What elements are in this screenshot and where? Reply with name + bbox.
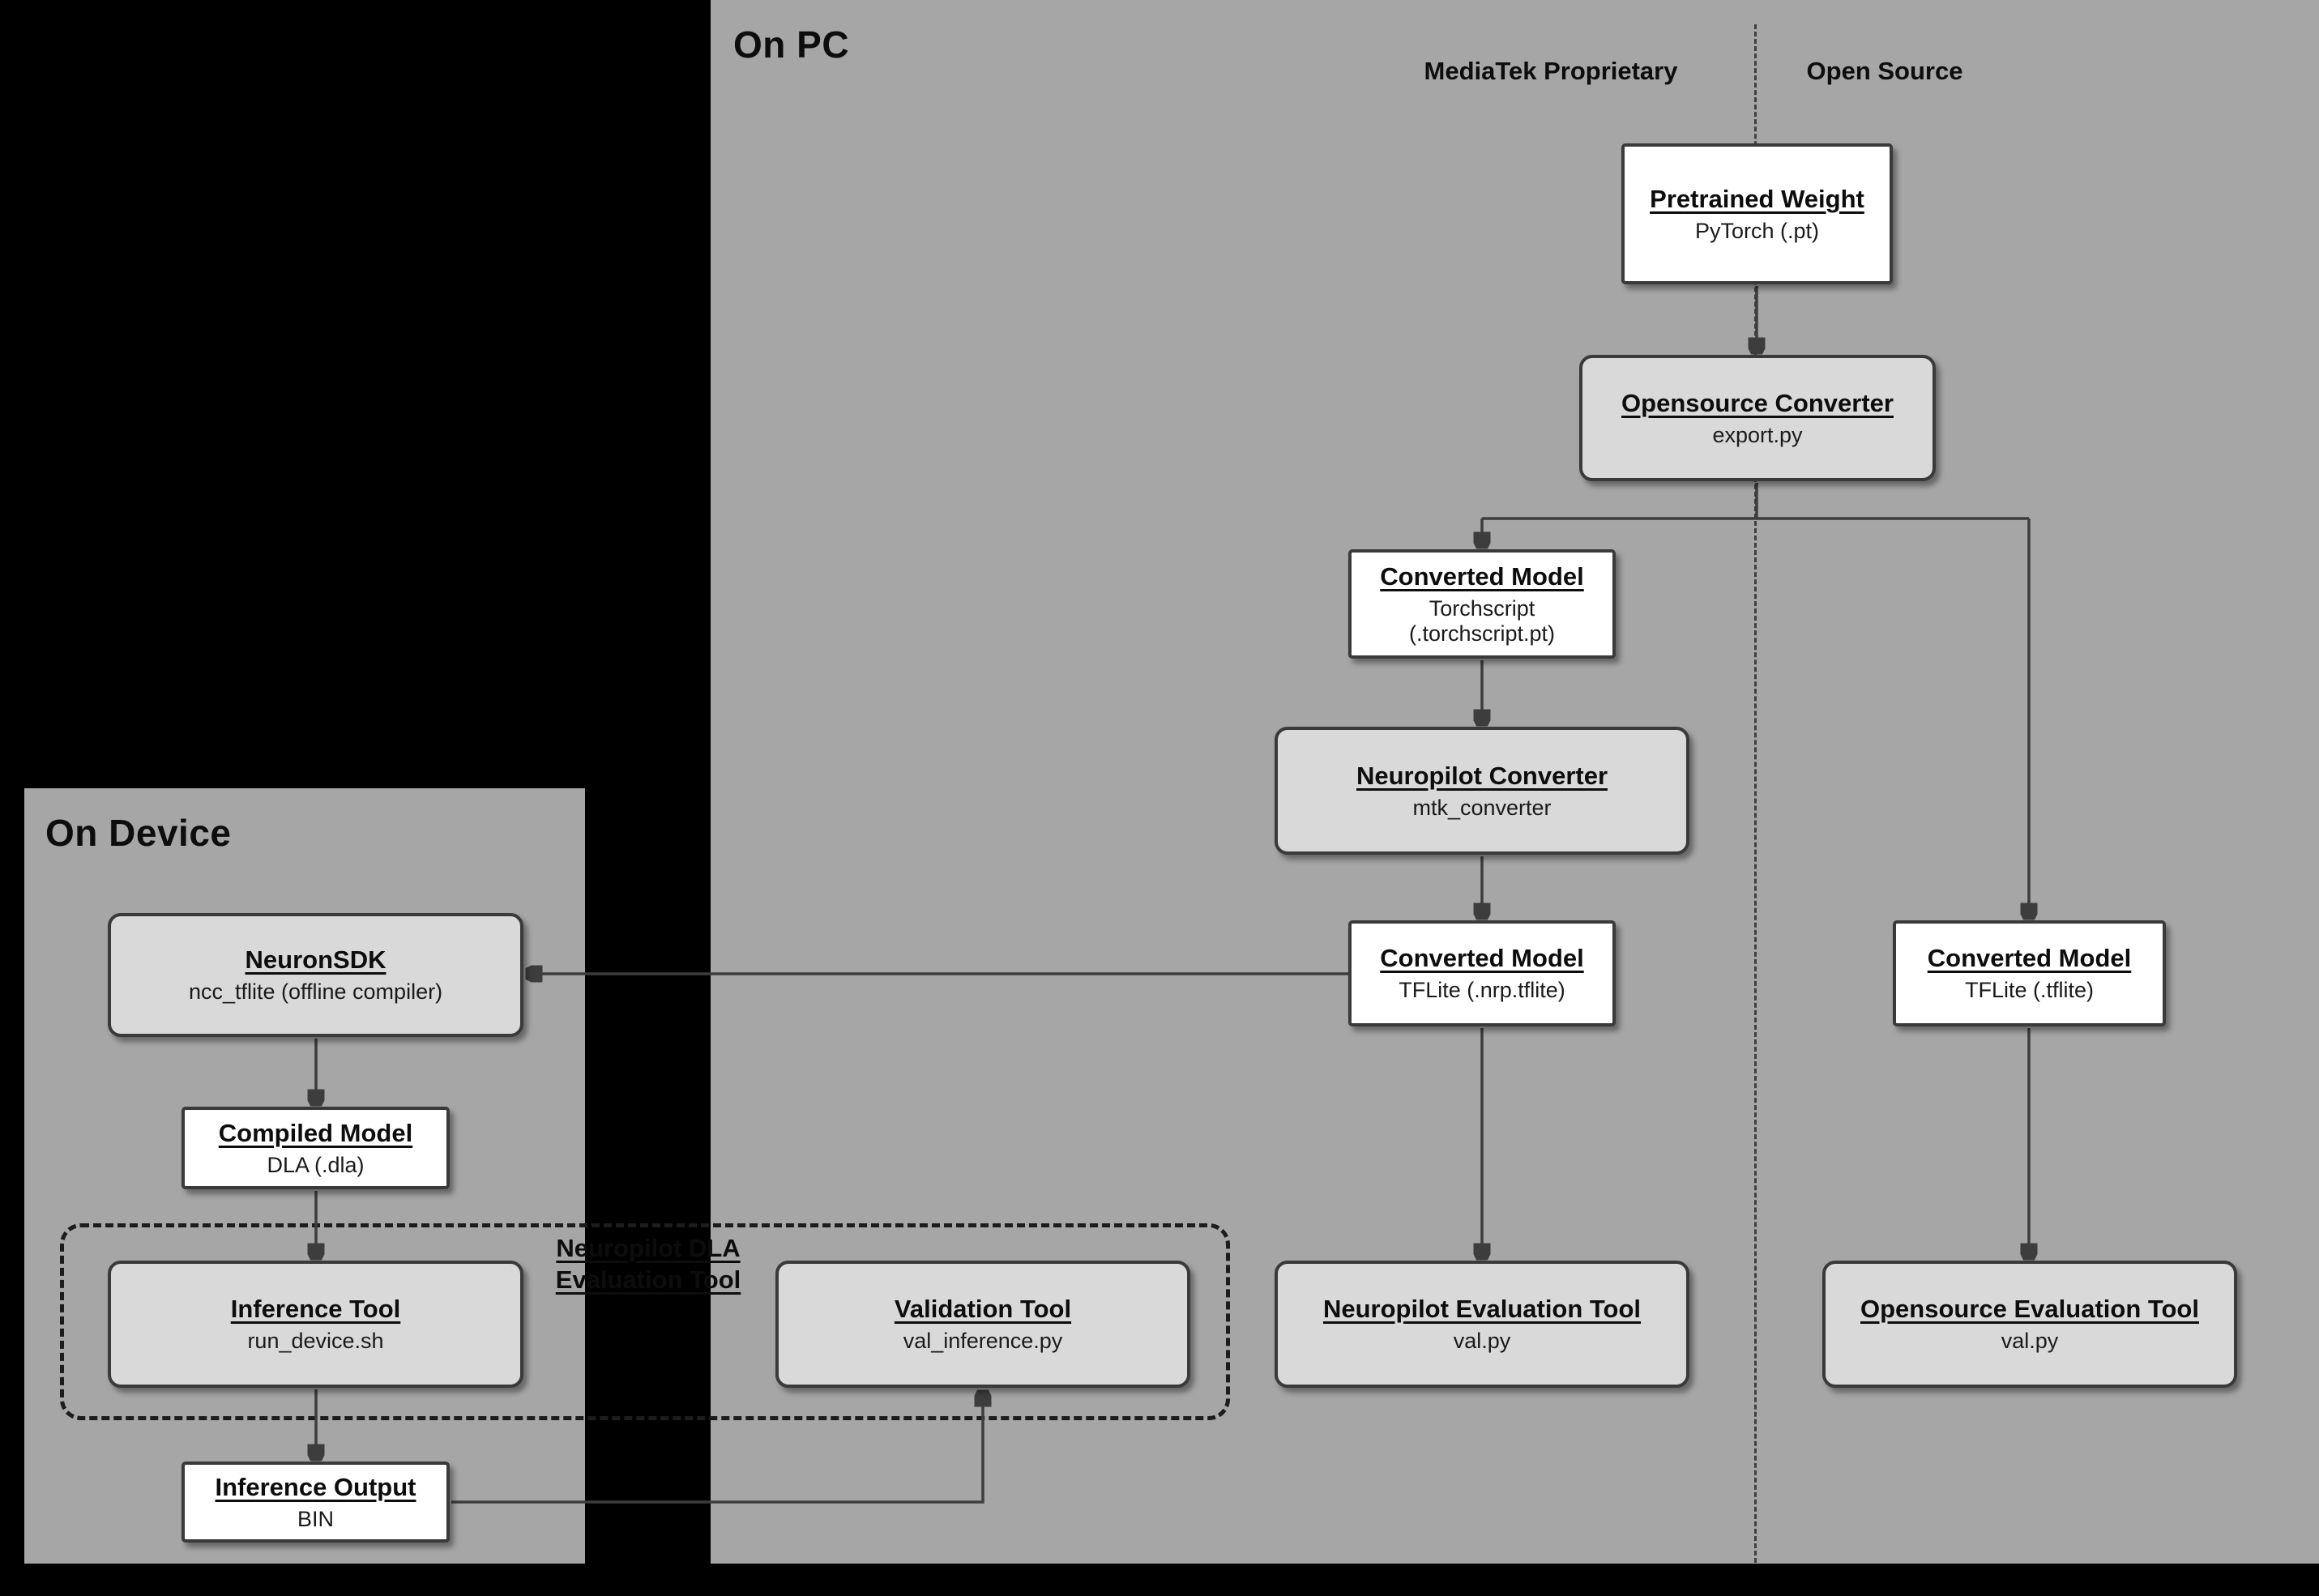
node-pretrained-weight: Pretrained Weight PyTorch (.pt) (1621, 143, 1893, 284)
node-title: Inference Output (215, 1472, 416, 1501)
node-neuropilot-converter: Neuropilot Converter mtk_converter (1275, 727, 1689, 855)
node-subtitle: BIN (297, 1506, 334, 1531)
node-inference-tool: Inference Tool run_device.sh (108, 1261, 523, 1388)
node-title: Neuropilot Evaluation Tool (1322, 1295, 1642, 1323)
lane-header-mediatek-proprietary: MediaTek Proprietary (1424, 57, 1678, 85)
node-subtitle: DLA (.dla) (267, 1152, 365, 1177)
node-subtitle: Torchscript (.torchscript.pt) (1408, 595, 1556, 646)
node-opensource-converter: Opensource Converter export.py (1579, 355, 1936, 481)
node-subtitle: export.py (1712, 422, 1803, 447)
panel-title-on-device: On Device (45, 812, 232, 854)
node-title: Converted Model (1380, 944, 1584, 972)
lane-divider-dashed-line (1754, 24, 1757, 1563)
node-title: NeuronSDK (245, 945, 386, 974)
node-inference-output: Inference Output BIN (182, 1462, 450, 1543)
node-subtitle: PyTorch (.pt) (1694, 218, 1820, 243)
node-neuron-sdk: NeuronSDK ncc_tflite (offline compiler) (108, 913, 523, 1037)
node-title: Neuropilot Converter (1356, 761, 1608, 790)
node-converted-model-torchscript: Converted Model Torchscript (.torchscrip… (1348, 549, 1616, 659)
node-subtitle: val.py (1453, 1329, 1511, 1353)
node-subtitle: run_device.sh (247, 1329, 384, 1353)
node-title: Validation Tool (894, 1295, 1072, 1323)
node-opensource-evaluation-tool: Opensource Evaluation Tool val.py (1822, 1261, 2237, 1388)
node-subtitle: val.py (2001, 1329, 2059, 1353)
node-title: Opensource Evaluation Tool (1860, 1295, 2199, 1323)
node-subtitle: TFLite (.nrp.tflite) (1399, 978, 1565, 1002)
node-validation-tool: Validation Tool val_inference.py (775, 1261, 1190, 1388)
panel-title-on-pc: On PC (733, 23, 850, 66)
node-subtitle: mtk_converter (1412, 795, 1552, 820)
lane-header-open-source: Open Source (1806, 57, 1963, 85)
node-title: Converted Model (1927, 944, 2132, 972)
node-title: Opensource Converter (1621, 388, 1894, 417)
node-title: Converted Model (1380, 561, 1584, 591)
node-title: Pretrained Weight (1650, 184, 1864, 213)
group-label-neuropilot-dla-evaluation-tool: Neuropilot DLA Evaluation Tool (527, 1233, 770, 1296)
node-title: Compiled Model (218, 1118, 413, 1147)
node-neuropilot-evaluation-tool: Neuropilot Evaluation Tool val.py (1275, 1261, 1689, 1388)
node-subtitle: val_inference.py (903, 1329, 1063, 1353)
group-label-line1: Neuropilot DLA (556, 1234, 741, 1262)
group-label-line2: Evaluation Tool (555, 1265, 741, 1294)
node-converted-model-nrp-tflite: Converted Model TFLite (.nrp.tflite) (1348, 920, 1616, 1026)
node-subtitle: ncc_tflite (offline compiler) (188, 979, 443, 1004)
node-converted-model-tflite: Converted Model TFLite (.tflite) (1893, 920, 2166, 1026)
node-title: Inference Tool (230, 1295, 401, 1323)
node-compiled-model: Compiled Model DLA (.dla) (182, 1107, 450, 1189)
node-subtitle: TFLite (.tflite) (1964, 978, 2095, 1002)
